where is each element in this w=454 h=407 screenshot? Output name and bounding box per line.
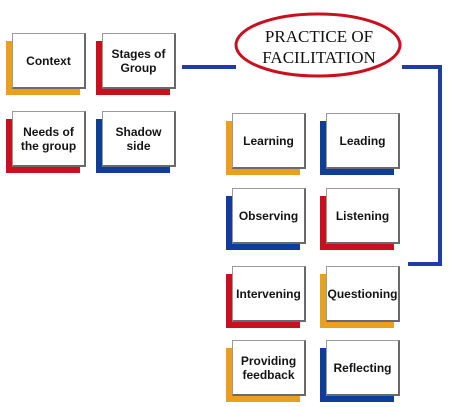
diagram-title: PRACTICE OF FACILITATION [262, 27, 376, 67]
connector-title-to-practices [402, 65, 442, 266]
card-learning: Learning [226, 113, 308, 175]
card-label: Learning [243, 133, 294, 148]
card-context: Context [6, 33, 88, 95]
card-label: Questioning [327, 286, 398, 301]
card-observing: Observing [226, 188, 308, 250]
card-face: Shadow side [102, 111, 176, 167]
card-stages-of-group: Stages of Group [96, 33, 178, 95]
card-face: Providing feedback [232, 340, 306, 396]
card-questioning: Questioning [320, 266, 402, 328]
card-label: Context [26, 53, 71, 68]
card-face: Listening [326, 188, 400, 244]
card-face: Intervening [232, 266, 306, 322]
card-face: Leading [326, 113, 400, 169]
card-intervening: Intervening [226, 266, 308, 328]
card-label: Intervening [236, 286, 301, 301]
card-face: Stages of Group [102, 33, 176, 89]
card-label: Providing feedback [240, 353, 297, 382]
card-shadow-side: Shadow side [96, 111, 178, 173]
card-label: Reflecting [333, 360, 392, 375]
card-label: Leading [339, 133, 386, 148]
card-face: Observing [232, 188, 306, 244]
title-ellipse [234, 12, 402, 78]
card-label: Listening [335, 208, 390, 223]
card-face: Context [12, 33, 86, 89]
card-face: Reflecting [326, 340, 400, 396]
card-label: Stages of Group [111, 46, 166, 75]
card-face: Questioning [326, 266, 400, 322]
card-label: Observing [238, 208, 299, 223]
card-label: Needs of the group [20, 124, 77, 153]
card-face: Needs of the group [12, 111, 86, 167]
card-face: Learning [232, 113, 306, 169]
card-reflecting: Reflecting [320, 340, 402, 402]
card-needs-of-the-group: Needs of the group [6, 111, 88, 173]
card-label: Shadow side [115, 124, 162, 153]
card-listening: Listening [320, 188, 402, 250]
card-providing-feedback: Providing feedback [226, 340, 308, 402]
card-leading: Leading [320, 113, 402, 175]
